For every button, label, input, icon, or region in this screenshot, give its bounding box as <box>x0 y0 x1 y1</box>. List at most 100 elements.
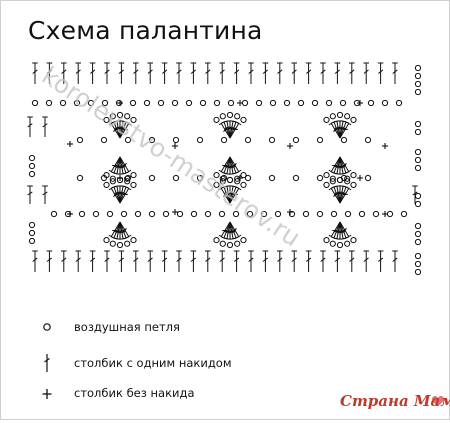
chain-stitch <box>220 136 228 144</box>
double-crochet-stitch <box>32 250 38 272</box>
chain-stitch <box>316 136 324 144</box>
chain-stitch <box>350 181 357 189</box>
chain-stitch <box>28 229 36 237</box>
chain-stitch <box>31 99 39 107</box>
chain-stitch <box>28 162 36 170</box>
chain-stitch <box>246 210 254 218</box>
chain-stitch <box>59 99 67 107</box>
shell-stitch <box>108 221 121 239</box>
double-crochet-stitch <box>75 250 81 272</box>
chain-stitch <box>414 200 422 208</box>
chain-stitch <box>103 171 110 179</box>
chain-stitch <box>226 176 234 184</box>
chain-stitch <box>311 99 319 107</box>
chain-stitch <box>344 210 352 218</box>
double-crochet-stitch <box>190 62 197 84</box>
chain-stitch <box>129 99 137 107</box>
chain-stitch <box>329 240 336 247</box>
chain-stitch <box>124 174 132 182</box>
chain-stitch <box>344 113 351 120</box>
chain-stitch <box>234 178 241 185</box>
chain-stitch <box>240 236 247 244</box>
chain-stitch <box>45 99 53 107</box>
chain-stitch <box>219 178 226 185</box>
chain-stitch <box>269 99 277 107</box>
chain-stitch <box>109 178 116 185</box>
double-crochet-stitch <box>233 250 240 272</box>
chain-stitch <box>329 175 336 182</box>
chain-stitch <box>196 136 204 144</box>
double-crochet-stitch <box>133 250 139 272</box>
chain-stitch <box>100 136 108 144</box>
chain-stitch <box>78 210 86 218</box>
chain-stitch <box>414 260 422 268</box>
chain-stitch <box>120 210 128 218</box>
legend-label-double-crochet: столбик с одним накидом <box>74 356 232 370</box>
double-crochet-stitch <box>305 62 312 84</box>
chain-stitch <box>336 111 344 119</box>
chain-stitch <box>414 88 422 96</box>
chain-stitch <box>386 210 394 218</box>
double-crochet-stitch <box>320 250 326 272</box>
chain-stitch <box>400 210 408 218</box>
double-crochet-stitch <box>277 62 283 84</box>
chain-stitch <box>130 171 137 179</box>
chain-stitch <box>325 99 333 107</box>
chain-stitch <box>76 174 84 182</box>
chain-stitch <box>157 99 165 107</box>
site-logo: Страна Мам <box>334 389 450 419</box>
double-crochet-stitch <box>219 62 225 84</box>
chain-stitch <box>329 178 336 185</box>
chain-stitch <box>116 241 124 249</box>
chain-stitch <box>28 237 36 245</box>
chain-stitch <box>171 99 179 107</box>
chain-stitch <box>213 116 220 124</box>
chain-stitch <box>73 99 81 107</box>
chain-stitch <box>297 99 305 107</box>
chain-stitch <box>213 99 221 107</box>
double-crochet-stitch <box>291 62 297 84</box>
chain-stitch <box>344 178 351 185</box>
chain-stitch <box>316 174 324 182</box>
chain-stitch <box>148 174 156 182</box>
double-crochet-stitch <box>363 62 369 84</box>
double-crochet-stitch <box>176 62 182 84</box>
double-crochet-stitch <box>161 250 168 272</box>
chain-stitch <box>255 99 263 107</box>
double-crochet-stitch <box>392 62 398 84</box>
double-crochet-stitch <box>248 62 254 84</box>
double-crochet-stitch <box>219 250 225 272</box>
chain-stitch <box>358 210 366 218</box>
chain-stitch <box>381 99 389 107</box>
double-crochet-stitch <box>377 62 384 84</box>
double-crochet-stitch <box>291 250 297 272</box>
double-crochet-stitch <box>363 250 369 272</box>
chain-stitch <box>227 99 235 107</box>
chain-stitch <box>213 236 220 244</box>
chain-stitch <box>87 99 95 107</box>
chain-stitch <box>172 174 180 182</box>
chain-stitch <box>130 181 137 189</box>
double-crochet-stitch <box>412 185 418 204</box>
chain-stitch <box>50 210 58 218</box>
double-crochet-stitch <box>61 250 67 272</box>
chain-stitch <box>28 154 36 162</box>
chain-stitch <box>414 148 422 156</box>
chain-stitch <box>106 210 114 218</box>
chain-stitch <box>414 238 422 246</box>
chain-stitch <box>28 170 36 178</box>
double-crochet-stitch <box>377 250 384 272</box>
double-crochet-stitch <box>334 62 341 84</box>
chain-stitch <box>116 111 124 119</box>
double-crochet-stitch <box>42 185 48 204</box>
double-crochet-stitch <box>42 116 48 137</box>
chain-stitch <box>213 181 220 189</box>
double-crochet-stitch <box>229 186 242 204</box>
chain-stitch <box>234 175 241 182</box>
double-crochet-stitch <box>147 250 153 272</box>
chain-stitch <box>414 268 422 276</box>
chain-stitch <box>232 210 240 218</box>
chain-stitch <box>274 210 282 218</box>
double-crochet-stitch <box>75 62 81 84</box>
chain-stitch <box>414 252 422 260</box>
